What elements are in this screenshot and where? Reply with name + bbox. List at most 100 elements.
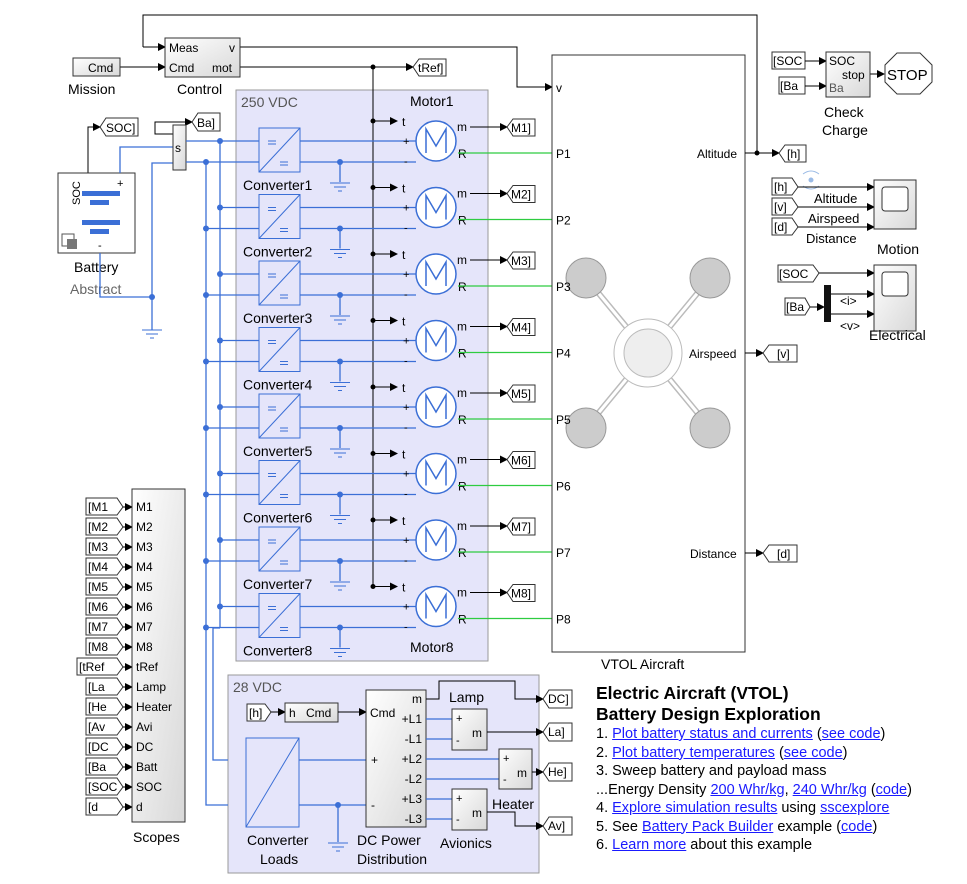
energy-240-link[interactable]: 240 Whr/kg <box>792 781 867 798</box>
from-ba-electrical[interactable]: [Ba <box>784 297 811 316</box>
bus-selector-block[interactable]: s <box>172 124 187 171</box>
motor-block[interactable] <box>415 186 457 229</box>
from-tag[interactable]: [h] <box>771 177 799 196</box>
from-tag-text: [SOC <box>88 780 118 794</box>
converter-block[interactable]: Converter1 <box>243 127 312 193</box>
vtol-aircraft-block[interactable]: v Altitude Airspeed Distance VTOL Aircra… <box>551 54 746 672</box>
see-code-link-2[interactable]: see code <box>783 744 843 761</box>
motor-block[interactable] <box>415 319 457 362</box>
from-tag-name: DC <box>91 740 109 754</box>
goto-motor-tag[interactable]: M2] <box>506 185 536 203</box>
goto-motor-tag[interactable]: M4] <box>506 318 536 336</box>
motor-block[interactable] <box>415 253 457 295</box>
from-tag[interactable]: [SOC <box>85 777 124 796</box>
goto-motor-tag[interactable]: M3] <box>506 251 536 270</box>
mission-block[interactable]: Cmd Mission <box>68 57 121 97</box>
converter-block[interactable]: Converter8 <box>243 593 312 659</box>
from-tag[interactable]: [M2 <box>85 517 124 536</box>
sscexplore-link[interactable]: sscexplore <box>820 800 890 816</box>
converter-block[interactable]: Converter3 <box>243 260 312 326</box>
from-soc-check[interactable]: [SOC <box>771 51 806 70</box>
goto-tag[interactable]: He] <box>542 762 573 782</box>
bus-selector-electrical[interactable] <box>824 285 831 322</box>
learn-more-link[interactable]: Learn more <box>612 837 687 853</box>
energy-200-link[interactable]: 200 Whr/kg <box>710 781 785 798</box>
avionics-block[interactable]: +- m Avionics <box>440 788 492 851</box>
motor-port-t: t <box>402 448 406 462</box>
motor-port-plus: + <box>403 602 409 614</box>
see-code-link-1[interactable]: see code <box>821 726 881 742</box>
converter-block[interactable]: Converter5 <box>243 393 312 459</box>
battery-block[interactable]: SOC + - Battery Abstract <box>57 172 136 297</box>
goto-motor-tag[interactable]: M8] <box>506 584 536 602</box>
control-block[interactable]: Meas Cmd v mot Control <box>164 37 241 97</box>
goto-soc[interactable]: SOC] <box>99 117 139 137</box>
goto-h[interactable]: [h] <box>778 144 807 163</box>
motor-block[interactable] <box>415 519 457 561</box>
from-tag[interactable]: [DC <box>85 737 124 756</box>
battery-pack-builder-link[interactable]: Battery Pack Builder <box>641 818 774 835</box>
goto-ba[interactable]: Ba] <box>191 112 221 132</box>
goto-tag[interactable]: DC] <box>542 689 573 709</box>
sweep-code-link[interactable]: code <box>875 781 908 798</box>
check-charge-block[interactable]: SOC stop Ba Check Charge <box>822 51 871 138</box>
h-cmd-block[interactable]: h Cmd <box>284 702 339 723</box>
converter-block[interactable]: Converter7 <box>243 526 312 592</box>
converter-block[interactable]: Converter6 <box>243 460 312 526</box>
from-tag[interactable]: [v] <box>771 197 799 216</box>
junction <box>370 318 376 323</box>
goto-d[interactable]: [d] <box>762 544 798 563</box>
goto-tag[interactable]: Av] <box>542 816 573 836</box>
plot-status-link[interactable]: Plot battery status and currents <box>612 726 813 742</box>
from-tag[interactable]: [d] <box>771 217 799 236</box>
stop-block[interactable]: STOP <box>884 52 933 95</box>
from-tag[interactable]: [M3 <box>85 537 124 556</box>
goto-motor-tag[interactable]: M1] <box>506 118 536 137</box>
converter-block[interactable]: Converter4 <box>243 327 312 393</box>
dc-power-distribution-block[interactable]: Cmd + - DC Power Distribution <box>357 689 427 867</box>
converter-loads-block[interactable]: Converter Loads <box>245 737 309 867</box>
heater-block[interactable]: +- m Heater <box>492 748 534 812</box>
from-tag[interactable]: [Av <box>85 717 124 736</box>
from-tag[interactable]: [M4 <box>85 557 124 576</box>
from-tag[interactable]: [M1 <box>85 497 124 516</box>
junction <box>337 358 343 365</box>
from-tag[interactable]: [d <box>85 797 124 816</box>
motor-block[interactable] <box>415 452 457 495</box>
from-tag-text: [M5 <box>88 580 108 594</box>
motor-port-r: R <box>458 214 467 228</box>
plot-temps-link[interactable]: Plot battery temperatures <box>612 744 775 761</box>
from-tag[interactable]: [tRef <box>76 657 124 676</box>
from-ba-check[interactable]: [Ba <box>778 76 806 95</box>
goto-v[interactable]: [v] <box>762 344 798 363</box>
explore-results-link[interactable]: Explore simulation results <box>612 800 778 816</box>
goto-tag[interactable]: La] <box>542 722 573 742</box>
converter-loads-label-1: Converter <box>247 832 309 848</box>
from-tag[interactable]: [La <box>85 677 124 696</box>
from-tag[interactable]: [M5 <box>85 577 124 596</box>
scopes-block[interactable]: Scopes <box>131 488 186 845</box>
area-250vdc[interactable]: 250 VDC Motor1 Motor8 <box>235 89 489 662</box>
from-tag[interactable]: [M7 <box>85 617 124 636</box>
motor-port-t: t <box>402 182 406 196</box>
from-tag[interactable]: [M8 <box>85 637 124 656</box>
goto-motor-tag[interactable]: M5] <box>506 384 536 403</box>
from-h-28[interactable]: [h] <box>246 703 272 722</box>
motor-block[interactable] <box>415 120 457 162</box>
motor-block[interactable] <box>415 386 457 428</box>
electrical-scope[interactable]: Electrical <box>869 264 926 343</box>
goto-motor-tag[interactable]: M7] <box>506 517 536 536</box>
motion-scope[interactable]: Motion <box>873 179 919 257</box>
goto-motor-tag[interactable]: M6] <box>506 451 536 469</box>
from-tag[interactable]: [He <box>85 697 124 716</box>
from-tag[interactable]: [Ba <box>85 757 124 776</box>
pack-code-link[interactable]: code <box>841 818 873 835</box>
from-soc-electrical[interactable]: [SOC <box>777 264 820 283</box>
text: 1. <box>596 726 613 742</box>
converter-body <box>258 526 301 572</box>
converter-block[interactable]: Converter2 <box>243 194 312 260</box>
motor-block[interactable] <box>415 585 457 628</box>
from-tag[interactable]: [M6 <box>85 597 124 616</box>
goto-tref[interactable]: tRef] <box>412 58 447 77</box>
lamp-block[interactable]: +- m Lamp <box>449 689 488 751</box>
